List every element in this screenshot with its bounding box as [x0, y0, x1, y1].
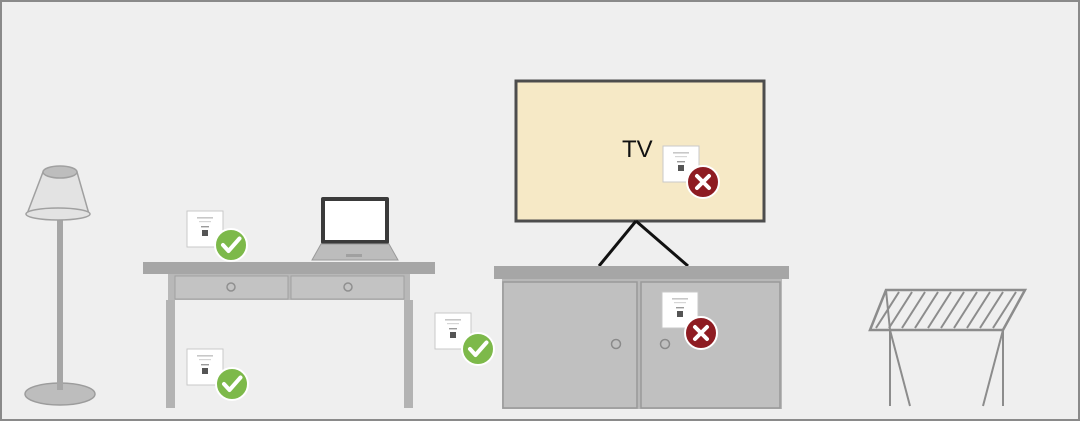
desk	[143, 262, 435, 408]
tv-cabinet	[494, 266, 789, 409]
floor-lamp	[24, 165, 96, 406]
tv	[514, 79, 766, 268]
check-icon	[460, 331, 496, 367]
check-icon	[214, 366, 250, 402]
laptop	[311, 197, 399, 261]
check-icon	[213, 227, 249, 263]
cross-icon	[683, 315, 719, 351]
cross-icon	[685, 164, 721, 200]
tv-label: TV	[622, 136, 653, 163]
drying-rack	[868, 288, 1028, 407]
